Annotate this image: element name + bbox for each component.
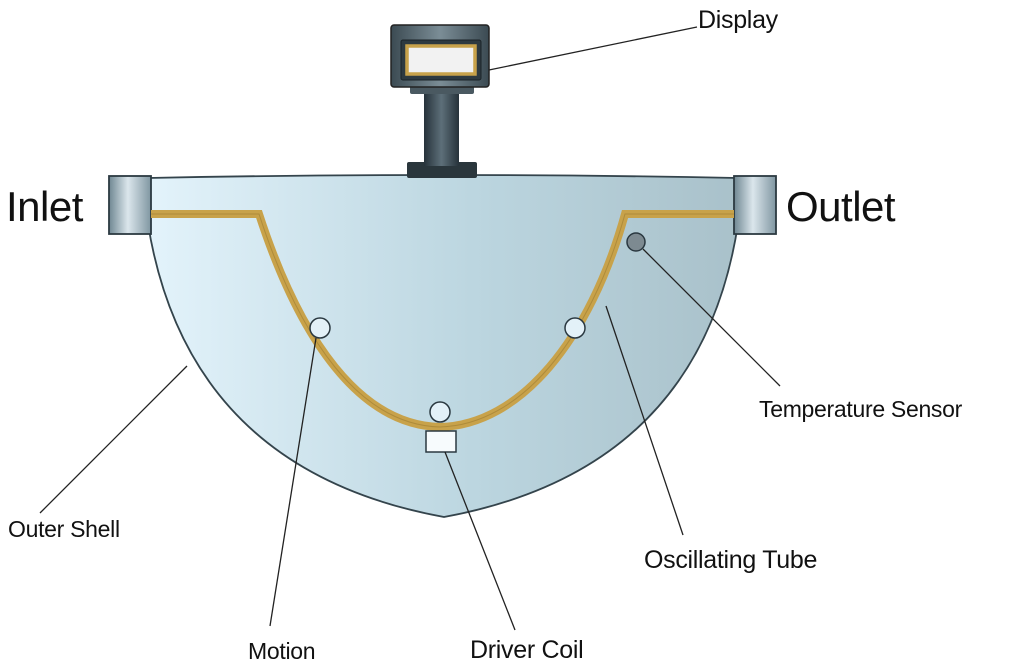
label-inlet: Inlet xyxy=(6,183,83,230)
oscillating-tube-edge xyxy=(151,213,734,428)
leader-line-outer-shell xyxy=(39,365,188,514)
leader-line-display xyxy=(488,26,698,71)
label-outer-shell: Outer Shell xyxy=(8,516,120,542)
label-display: Display xyxy=(698,6,778,34)
leader-line-driver-coil xyxy=(444,451,516,631)
motion-sensor-left xyxy=(309,317,331,339)
motion-sensor-right xyxy=(564,317,586,339)
leader-line-oscillating-tube xyxy=(605,305,684,536)
label-temperature-sensor: Temperature Sensor xyxy=(759,396,962,422)
leader-line-motion xyxy=(269,337,317,627)
inlet-flange xyxy=(108,175,152,235)
label-motion: Motion xyxy=(248,638,316,664)
label-oscillating-tube: Oscillating Tube xyxy=(644,546,818,574)
label-driver-coil: Driver Coil xyxy=(470,636,584,664)
label-outlet: Outlet xyxy=(786,183,896,230)
display-screen xyxy=(405,44,477,76)
motion-sensor-bottom xyxy=(429,401,451,423)
temperature-sensor xyxy=(626,232,646,252)
display-stem xyxy=(424,90,459,166)
driver-coil xyxy=(425,430,457,453)
outlet-flange xyxy=(733,175,777,235)
outer-shell xyxy=(147,174,739,518)
leader-line-temperature-sensor xyxy=(642,248,781,387)
